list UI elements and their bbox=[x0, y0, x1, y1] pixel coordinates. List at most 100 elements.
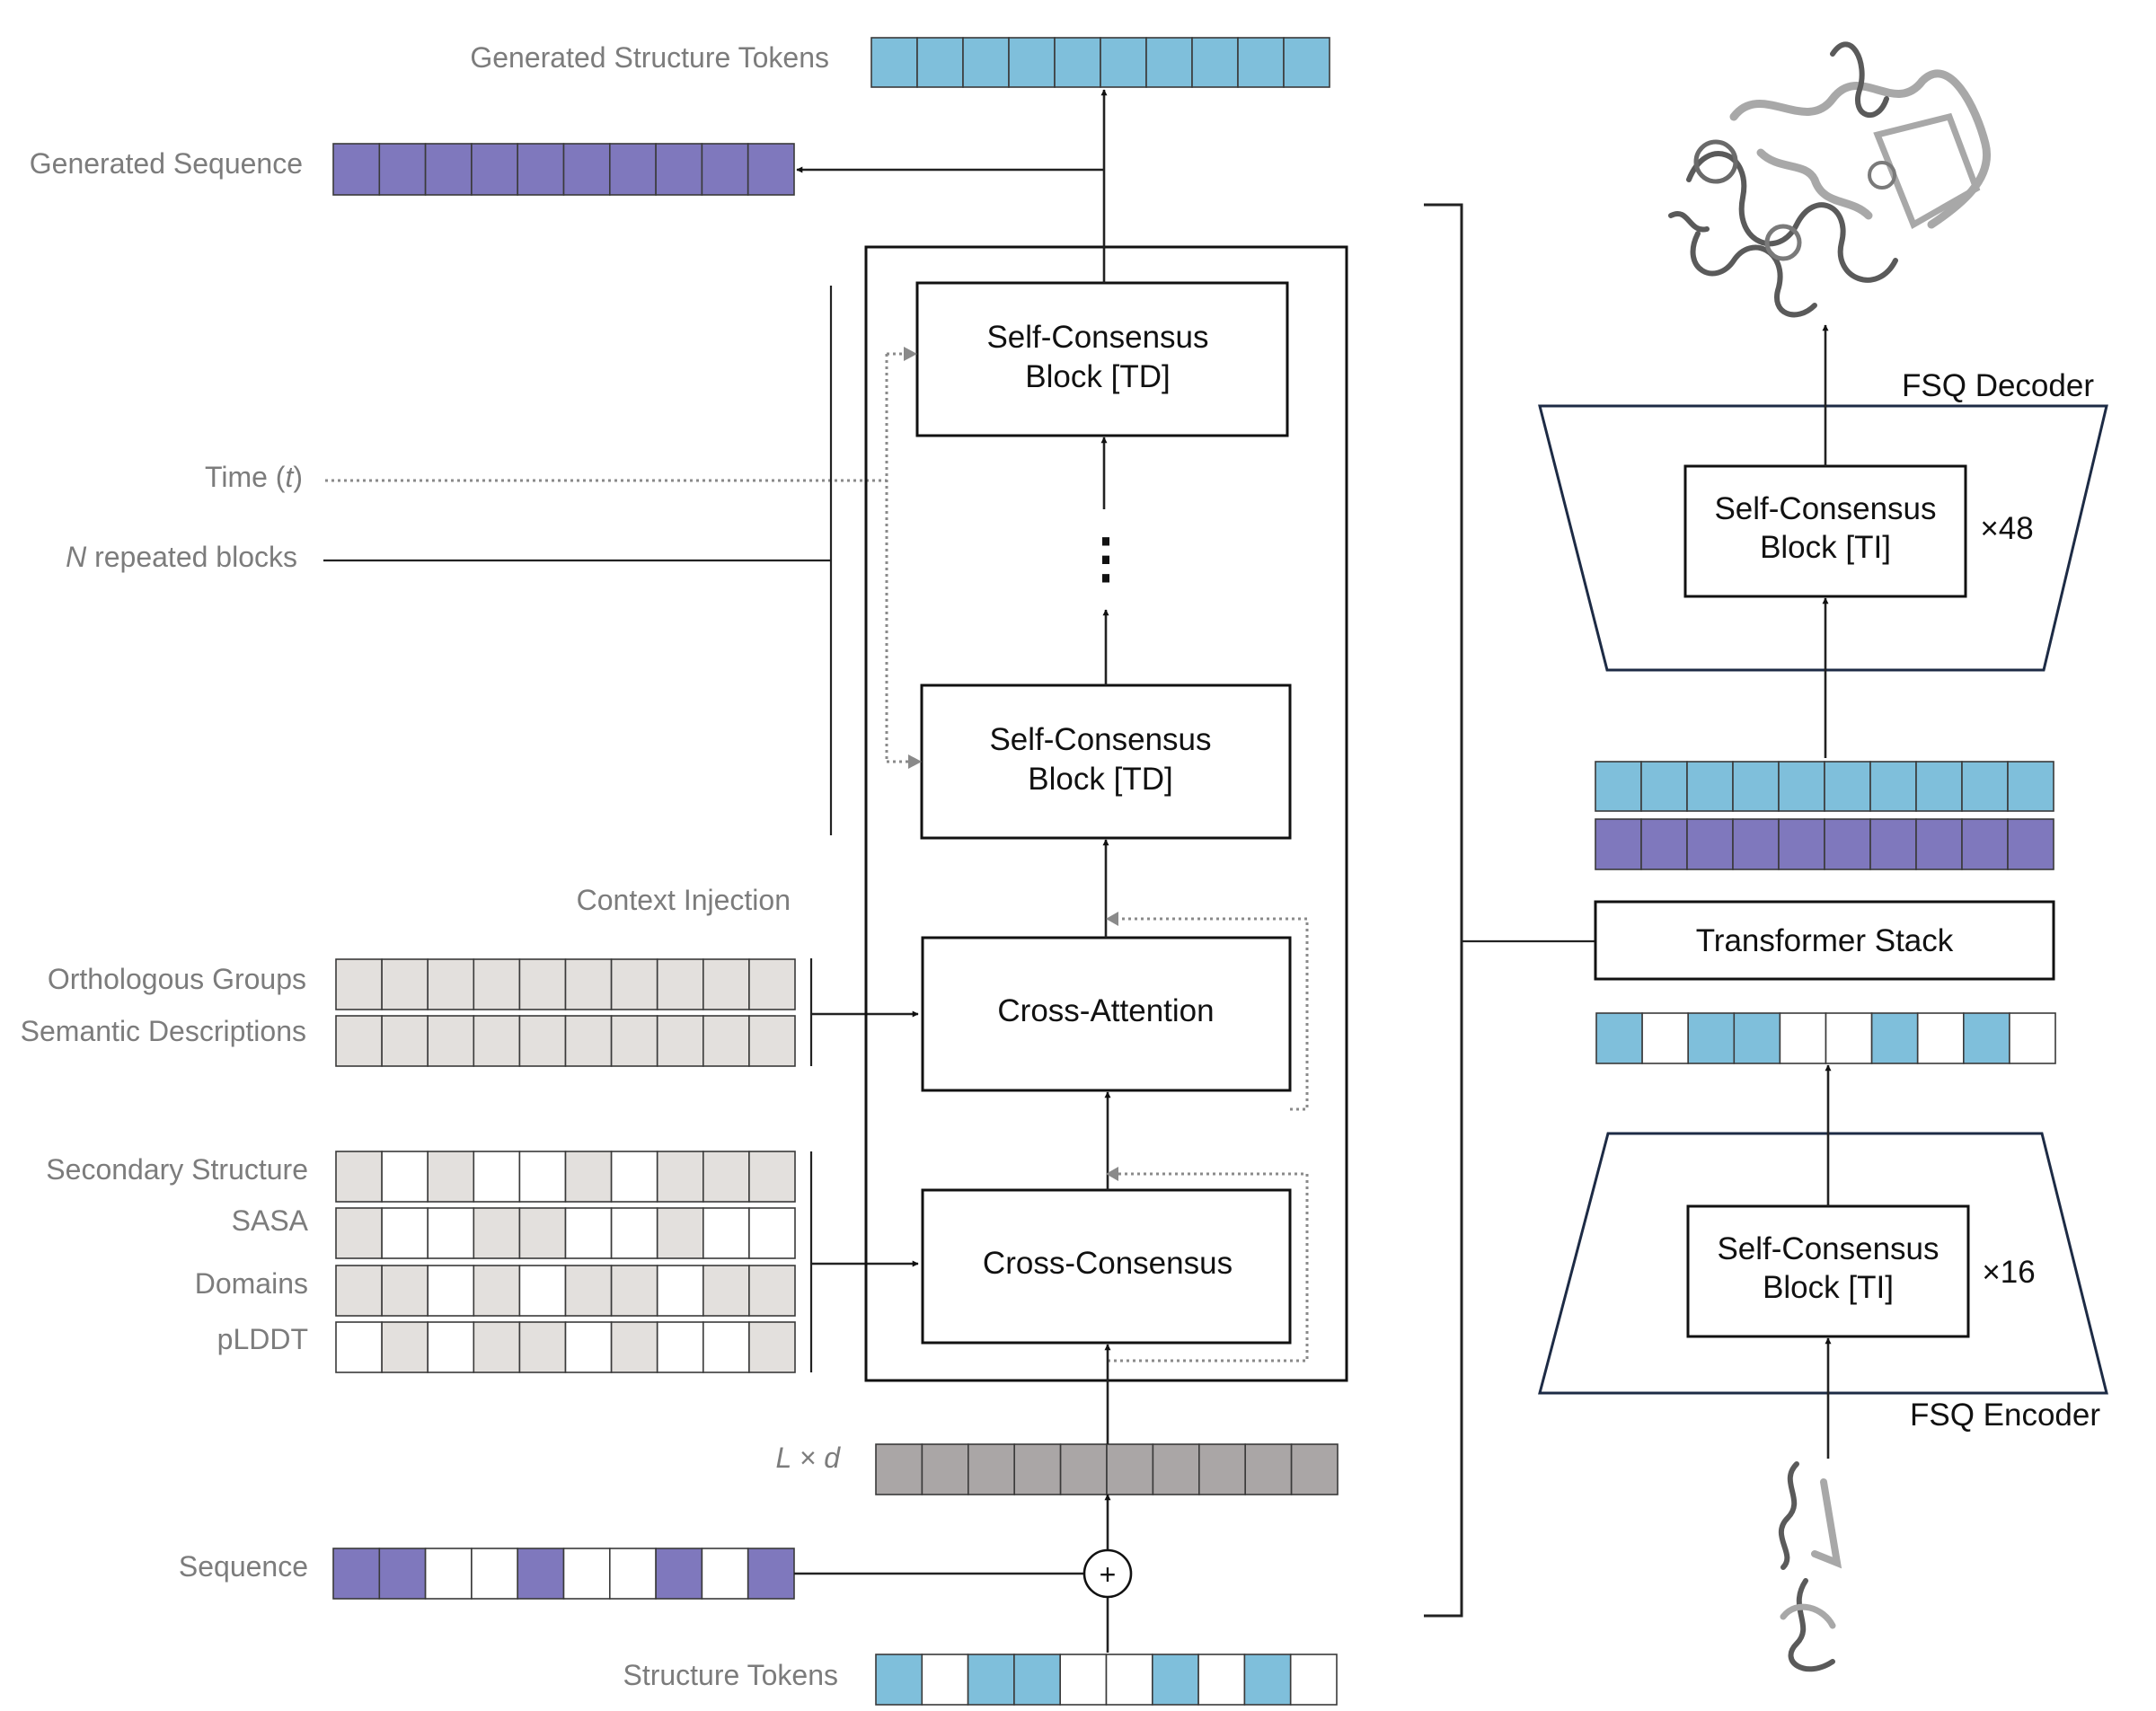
token-cell bbox=[473, 1321, 521, 1373]
lxd-label: L × d bbox=[776, 1442, 842, 1474]
token-cell bbox=[2009, 1012, 2056, 1064]
generated-sequence-label: Generated Sequence bbox=[30, 147, 303, 180]
cross-consensus-text: Cross-Consensus bbox=[983, 1246, 1233, 1281]
secondary-structure-label: Secondary Structure bbox=[46, 1153, 308, 1186]
token-cell bbox=[1778, 761, 1825, 812]
embedding-token-row bbox=[875, 1443, 1339, 1495]
token-cell bbox=[702, 1207, 750, 1259]
token-cell bbox=[471, 143, 519, 196]
token-cell bbox=[608, 143, 657, 196]
token-cell bbox=[564, 1321, 613, 1373]
sasa-token-row bbox=[335, 1207, 796, 1259]
context-injection-label: Context Injection bbox=[577, 884, 791, 916]
token-cell bbox=[427, 1207, 475, 1259]
token-cell bbox=[1640, 761, 1688, 812]
stack-input-structure-token-row bbox=[1595, 1012, 2056, 1064]
token-cell bbox=[748, 1015, 796, 1067]
self-consensus-block-bottom: Self-Consensus Block [TD] bbox=[920, 684, 1292, 840]
token-cell bbox=[424, 143, 473, 196]
token-cell bbox=[564, 1265, 613, 1317]
token-cell bbox=[656, 958, 704, 1010]
token-cell bbox=[1825, 1012, 1873, 1064]
cross-attention-text: Cross-Attention bbox=[997, 993, 1214, 1028]
token-cell bbox=[1106, 1443, 1154, 1495]
token-cell bbox=[518, 1207, 567, 1259]
decoder-repeat-label: ×48 bbox=[1980, 511, 2033, 546]
token-cell bbox=[1732, 818, 1780, 870]
domains-token-row bbox=[335, 1265, 796, 1317]
token-cell bbox=[471, 1548, 519, 1600]
token-cell bbox=[701, 143, 749, 196]
token-cell bbox=[1145, 37, 1193, 88]
token-cell bbox=[1961, 818, 2009, 870]
token-cell bbox=[564, 958, 613, 1010]
token-cell bbox=[748, 1321, 796, 1373]
token-cell bbox=[427, 1015, 475, 1067]
token-cell bbox=[702, 958, 750, 1010]
token-cell bbox=[427, 1265, 475, 1317]
token-cell bbox=[332, 143, 381, 196]
secondary-structure-token-row bbox=[335, 1151, 796, 1203]
fsq-decoder-label: FSQ Decoder bbox=[1902, 368, 2094, 403]
svg-text:Self-Consensus: Self-Consensus bbox=[1714, 491, 1936, 526]
stack-output-sequence-token-row bbox=[1595, 818, 2054, 870]
token-cell bbox=[1779, 1012, 1827, 1064]
token-cell bbox=[473, 1265, 521, 1317]
token-cell bbox=[702, 1321, 750, 1373]
token-cell bbox=[1237, 37, 1285, 88]
token-cell bbox=[610, 1265, 658, 1317]
cross-attention-block: Cross-Attention bbox=[921, 936, 1292, 1092]
domains-label: Domains bbox=[195, 1267, 308, 1300]
token-cell bbox=[1152, 1654, 1199, 1706]
token-cell bbox=[656, 1207, 704, 1259]
token-cell bbox=[1963, 1012, 2010, 1064]
token-cell bbox=[1290, 1443, 1339, 1495]
token-cell bbox=[562, 143, 611, 196]
token-cell bbox=[1595, 818, 1642, 870]
token-cell bbox=[1686, 818, 1734, 870]
n-repeated-blocks-label: N repeated blocks bbox=[66, 541, 297, 573]
token-cell bbox=[1198, 1443, 1247, 1495]
token-cell bbox=[1191, 37, 1239, 88]
token-cell bbox=[1105, 1654, 1153, 1706]
token-cell bbox=[473, 1207, 521, 1259]
token-cell bbox=[564, 1207, 613, 1259]
token-cell bbox=[1059, 1654, 1108, 1706]
token-cell bbox=[1289, 1654, 1338, 1706]
self-consensus-bottom-line1: Self-Consensus bbox=[989, 722, 1211, 757]
token-cell bbox=[427, 1151, 475, 1203]
token-cell bbox=[473, 1015, 521, 1067]
plddt-label: pLDDT bbox=[217, 1323, 308, 1355]
plddt-token-row bbox=[335, 1321, 796, 1373]
self-consensus-top-line1: Self-Consensus bbox=[986, 320, 1208, 355]
token-cell bbox=[608, 1548, 657, 1600]
token-cell bbox=[702, 1151, 750, 1203]
encoder-block: Self-Consensus Block [TI] bbox=[1686, 1204, 1970, 1338]
generated-sequence-token-row bbox=[332, 143, 795, 196]
token-cell bbox=[2007, 818, 2054, 870]
token-cell bbox=[381, 1265, 429, 1317]
token-cell bbox=[1915, 818, 1963, 870]
token-cell bbox=[702, 1265, 750, 1317]
token-cell bbox=[610, 1015, 658, 1067]
semantic-descriptions-token-row bbox=[335, 1015, 796, 1067]
token-cell bbox=[518, 1321, 567, 1373]
token-cell bbox=[378, 143, 427, 196]
token-cell bbox=[655, 143, 703, 196]
token-cell bbox=[564, 1151, 613, 1203]
token-cell bbox=[610, 1321, 658, 1373]
token-cell bbox=[1013, 1443, 1062, 1495]
token-cell bbox=[335, 1015, 383, 1067]
token-cell bbox=[1916, 1012, 1965, 1064]
token-cell bbox=[748, 958, 796, 1010]
token-cell bbox=[610, 1151, 658, 1203]
plus-circle-icon: + bbox=[1082, 1548, 1133, 1599]
protein-structure-large bbox=[1668, 41, 1991, 318]
token-cell bbox=[381, 1207, 429, 1259]
token-cell bbox=[1197, 1654, 1246, 1706]
token-cell bbox=[424, 1548, 473, 1600]
token-cell bbox=[473, 958, 521, 1010]
token-cell bbox=[518, 1015, 567, 1067]
token-cell bbox=[518, 1151, 567, 1203]
